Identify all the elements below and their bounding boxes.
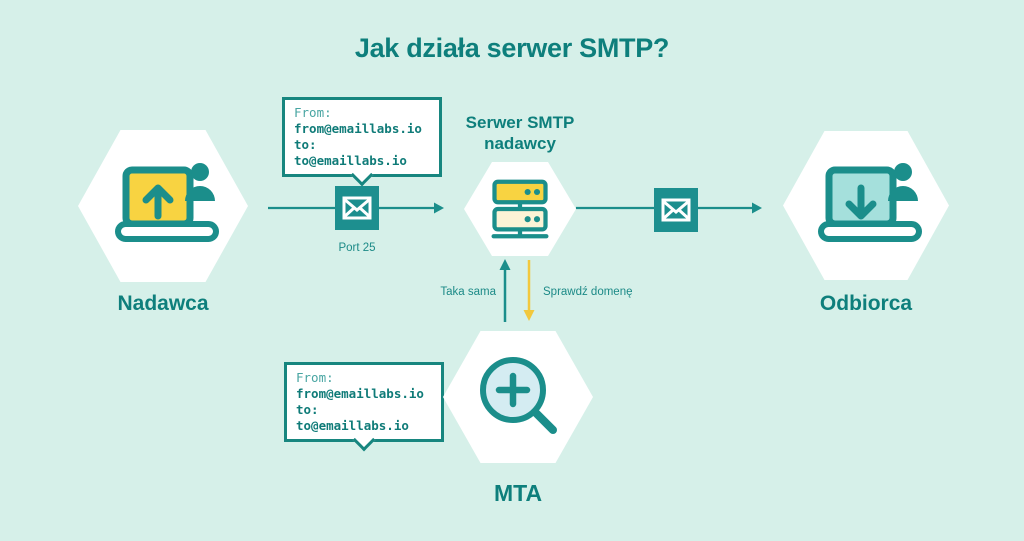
msg-top-from-key: From: bbox=[294, 105, 332, 120]
envelope-icon bbox=[335, 186, 379, 230]
port-label: Port 25 bbox=[338, 242, 376, 254]
page-title: Jak działa serwer SMTP? bbox=[354, 33, 670, 63]
same-domain-label: Taka sama bbox=[440, 286, 496, 298]
server-icon bbox=[491, 179, 549, 239]
magnifier-plus-icon bbox=[480, 357, 557, 434]
mta-label: MTA bbox=[493, 480, 543, 506]
msg-top-to-addr: to@emaillabs.io bbox=[294, 153, 407, 168]
msg-bottom-to-key: to: bbox=[296, 402, 319, 417]
arrows-server-mta bbox=[499, 259, 535, 322]
msg-top-to-key: to: bbox=[294, 137, 317, 152]
check-domain-label: Sprawdź domenę bbox=[543, 286, 633, 298]
sender-label: Nadawca bbox=[117, 292, 209, 315]
server-title: Serwer SMTP nadawcy bbox=[465, 113, 575, 153]
receiver-label: Odbiorca bbox=[819, 292, 913, 315]
msg-bottom-to-addr: to@emaillabs.io bbox=[296, 418, 409, 433]
laptop-download-icon bbox=[818, 163, 922, 242]
message-box-top: From: from@emaillabs.io to: to@emaillabs… bbox=[282, 97, 442, 187]
message-box-bottom: From: from@emaillabs.io to: to@emaillabs… bbox=[284, 362, 444, 452]
msg-bottom-from-key: From: bbox=[296, 370, 334, 385]
msg-bottom-from-addr: from@emaillabs.io bbox=[296, 386, 424, 401]
laptop-upload-icon bbox=[115, 163, 219, 242]
msg-top-from-addr: from@emaillabs.io bbox=[294, 121, 422, 136]
envelope-icon bbox=[654, 188, 698, 232]
